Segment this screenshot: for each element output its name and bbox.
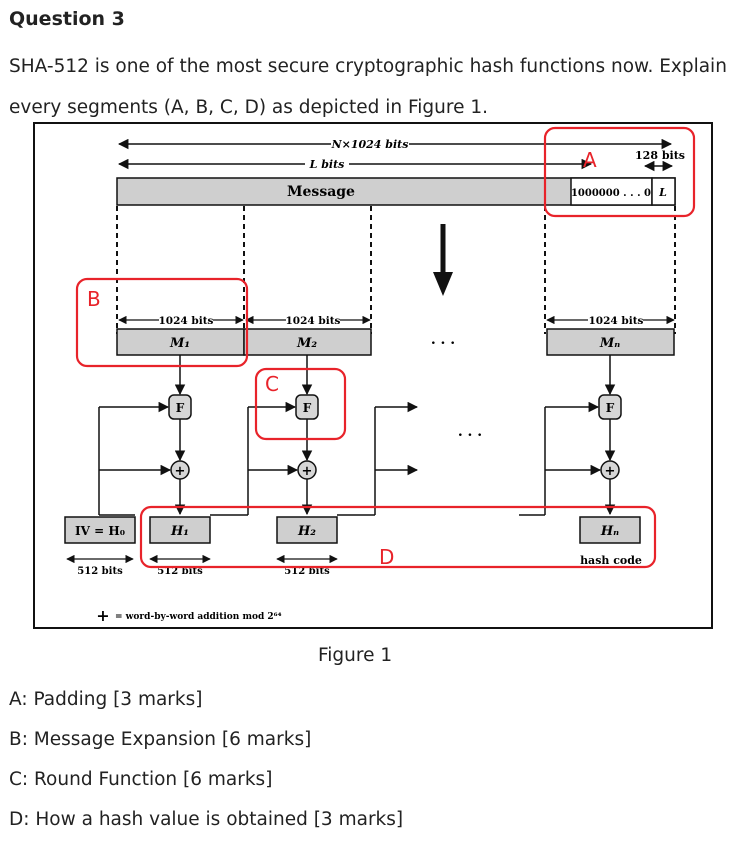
h1-box <box>149 516 211 544</box>
block-m1-label: M₁ <box>169 336 190 351</box>
answer-d: D: How a hash value is obtained [3 marks… <box>9 809 404 830</box>
chain-to-next <box>374 401 419 515</box>
marker-box-c <box>254 367 347 441</box>
ellipsis-chain: . . . <box>458 424 482 440</box>
h1-label: H₁ <box>170 524 189 539</box>
iv-length-arrow: 512 bits <box>66 554 134 577</box>
length-field <box>651 177 676 206</box>
answer-b: B: Message Expansion [6 marks] <box>9 729 312 750</box>
h2-length-arrow: 512 bits <box>276 554 338 577</box>
block-2-length-label: 1024 bits <box>286 315 341 327</box>
l-bits-arrow: L bits <box>117 158 593 171</box>
question-title: Question 3 <box>9 8 125 30</box>
length-field-label: L <box>658 186 667 199</box>
block-mn <box>546 328 675 356</box>
h1-length-label: 512 bits <box>157 566 203 577</box>
h2-length-label: 512 bits <box>284 566 330 577</box>
column-1-processing: F + <box>98 355 192 516</box>
split-arrow <box>433 224 453 296</box>
legend: + = word-by-word addition mod 2⁶⁴ <box>96 606 281 625</box>
block-1-length-label: 1024 bits <box>159 315 214 327</box>
f-box-1-label: F <box>176 401 185 415</box>
ellipsis-blocks: . . . <box>431 332 455 348</box>
hn-label: Hₙ <box>600 524 619 539</box>
block-2-length-arrow: 1024 bits <box>245 315 371 327</box>
iv-label: IV = H₀ <box>75 524 125 538</box>
iv-length-label: 512 bits <box>77 566 123 577</box>
padding-field <box>570 177 653 206</box>
marker-b: B <box>87 287 101 311</box>
answer-a: A: Padding [3 marks] <box>9 689 203 710</box>
block-n-length-arrow: 1024 bits <box>546 315 675 327</box>
add-node-2-label: + <box>302 464 313 479</box>
add-node-1-label: + <box>175 464 186 479</box>
answer-c: C: Round Function [6 marks] <box>9 769 273 790</box>
legend-text: = word-by-word addition mod 2⁶⁴ <box>115 612 282 622</box>
l-bits-label: L bits <box>309 158 345 171</box>
marker-a: A <box>583 148 597 172</box>
annotation-letters: A B C D <box>87 148 597 569</box>
block-dividers <box>116 206 676 334</box>
marker-d: D <box>379 545 394 569</box>
marker-box-a <box>543 126 696 218</box>
h2-box <box>276 516 338 544</box>
answer-list: A: Padding [3 marks] B: Message Expansio… <box>9 680 403 840</box>
total-length-label: N×1024 bits <box>331 138 409 151</box>
f-box-n-label: F <box>606 401 615 415</box>
question-line-1: SHA-512 is one of the most secure crypto… <box>9 56 727 77</box>
block-mn-label: Mₙ <box>599 336 620 351</box>
length-128-label: 128 bits <box>635 149 685 162</box>
add-node-n-label: + <box>605 464 616 479</box>
block-n-length-label: 1024 bits <box>589 315 644 327</box>
h1-length-arrow: 512 bits <box>149 554 211 577</box>
sha512-diagram-svg: N×1024 bits L bits 128 bits Message 1000… <box>64 126 696 625</box>
length-128-arrow: 128 bits <box>635 149 685 172</box>
annotation-boxes <box>75 126 696 569</box>
hash-code-label: hash code <box>580 554 642 567</box>
h2-label: H₂ <box>297 524 316 539</box>
legend-plus-icon: + <box>96 606 109 625</box>
figure-sha512-diagram: N×1024 bits L bits 128 bits Message 1000… <box>33 122 713 629</box>
hn-box <box>579 516 641 544</box>
block-m2-label: M₂ <box>296 336 317 351</box>
padding-label: 1000000 . . . 0 <box>571 188 651 199</box>
total-length-arrow: N×1024 bits <box>117 138 673 151</box>
message-label: Message <box>287 184 355 200</box>
marker-box-d <box>139 505 657 569</box>
column-n-processing: F + <box>544 355 622 516</box>
block-1-length-arrow: 1024 bits <box>118 315 244 327</box>
figure-caption: Figure 1 <box>318 645 393 666</box>
marker-c: C <box>265 372 279 396</box>
iv-box <box>64 516 136 544</box>
f-box-2-label: F <box>303 401 312 415</box>
question-line-2: every segments (A, B, C, D) as depicted … <box>9 97 488 118</box>
question-text: SHA-512 is one of the most secure crypto… <box>9 46 739 128</box>
block-m1 <box>116 328 245 356</box>
marker-box-b <box>75 277 249 368</box>
